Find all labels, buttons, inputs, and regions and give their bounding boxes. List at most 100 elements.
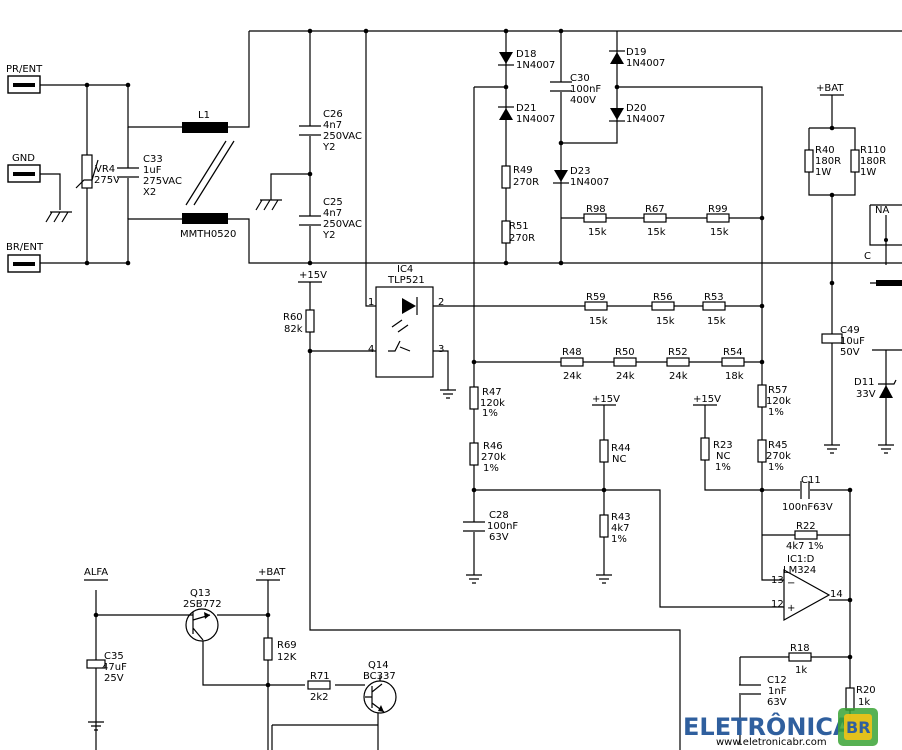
resistor-r59: R59 15k <box>584 292 608 327</box>
relay-c-label: C <box>864 251 871 262</box>
d18-ref: D18 <box>516 49 536 60</box>
terminal-pr-ent: PR/ENT <box>6 64 43 94</box>
r40-value: 180R <box>815 156 841 167</box>
r59-ref: R59 <box>586 292 606 303</box>
resistor-r53: R53 15k <box>702 292 726 327</box>
l1-ref: L1 <box>198 110 210 121</box>
resistor-r110: R110 180R 1W <box>850 145 886 178</box>
supply-15v-opto: +15V <box>298 270 327 283</box>
r110-power: 1W <box>860 167 876 178</box>
ic1d-plus: + <box>787 603 795 614</box>
capacitor-c12: C12 1nF 63V <box>738 675 787 708</box>
resistor-r54: R54 18k <box>721 347 745 382</box>
r48-ref: R48 <box>562 347 582 358</box>
r18-ref: R18 <box>790 643 810 654</box>
r54-value: 18k <box>725 371 744 382</box>
r57-ref: R57 <box>768 385 788 396</box>
c49-ref: C49 <box>840 325 860 336</box>
ic1d-part: LM324 <box>783 565 816 576</box>
r50-ref: R50 <box>615 347 635 358</box>
diode-d20: D20 1N4007 <box>609 103 665 125</box>
d20-part: 1N4007 <box>626 114 665 125</box>
br-ent-label: BR/ENT <box>6 242 44 253</box>
c12-ref: C12 <box>767 675 787 686</box>
r20-ref: R20 <box>856 685 876 696</box>
ic1d-pin12: 12 <box>771 599 784 610</box>
r23-ref: R23 <box>713 440 733 451</box>
junctions <box>84 28 853 688</box>
resistor-r52: R52 24k <box>666 347 690 382</box>
ic4-pin3: 3 <box>438 344 444 355</box>
r52-ref: R52 <box>668 347 688 358</box>
r40-ref: R40 <box>815 145 835 156</box>
d11-ref: D11 <box>854 377 874 388</box>
r57-tol: 1% <box>768 407 784 418</box>
ic4-pin1: 1 <box>368 297 374 308</box>
c49-value: 10uF <box>840 336 865 347</box>
resistor-r44: R44 NC <box>599 439 631 465</box>
r23-tol: 1% <box>715 462 731 473</box>
bat-driver-label: +BAT <box>258 567 286 578</box>
supply-b-label: +15V <box>693 394 721 405</box>
c33-class: X2 <box>143 187 156 198</box>
r98-value: 15k <box>588 227 607 238</box>
ic4-part: TLP521 <box>387 275 425 286</box>
resistor-r48: R48 24k <box>560 347 584 382</box>
r49-ref: R49 <box>513 165 533 176</box>
c35-value: 47uF <box>102 662 127 673</box>
capacitor-c28: C28 100nF 63V <box>462 510 518 543</box>
r69-ref: R69 <box>277 640 297 651</box>
r67-ref: R67 <box>645 204 665 215</box>
chassis-ground-icon <box>45 211 72 223</box>
d19-part: 1N4007 <box>626 58 665 69</box>
diode-d18: D18 1N4007 <box>498 49 555 71</box>
vr4-value: 275V <box>94 175 120 186</box>
c35-ref: C35 <box>104 651 124 662</box>
r46-value: 270k <box>481 452 506 463</box>
q13-part: 2SB772 <box>183 599 222 610</box>
l1-part: MMTH0520 <box>180 229 236 240</box>
r71-ref: R71 <box>310 671 330 682</box>
supply-bat-top: +BAT <box>816 83 844 96</box>
capacitor-c11: C11 100nF63V <box>782 475 833 513</box>
opto-supply-label: +15V <box>299 270 327 281</box>
r56-ref: R56 <box>653 292 673 303</box>
d11-value: 33V <box>856 389 876 400</box>
ground-icon <box>466 574 482 584</box>
alfa-label: ALFA <box>84 567 108 578</box>
resistor-r22: R22 4k7 1% <box>762 521 850 552</box>
c33-ref: C33 <box>143 154 163 165</box>
ic1d-pin14: 14 <box>830 589 843 600</box>
r52-value: 24k <box>669 371 688 382</box>
resistor-r46: R46 270k 1% <box>469 441 506 474</box>
r47-ref: R47 <box>482 387 502 398</box>
resistor-r99: R99 15k <box>706 204 730 238</box>
ic1d-minus: − <box>787 578 795 589</box>
r50-value: 24k <box>616 371 635 382</box>
d19-ref: D19 <box>626 47 646 58</box>
transistor-q14: Q14 BC337 <box>363 660 397 714</box>
watermark-badge: BR <box>846 718 871 737</box>
r45-ref: R45 <box>768 440 788 451</box>
r51-ref: R51 <box>509 221 529 232</box>
r40-power: 1W <box>815 167 831 178</box>
r53-value: 15k <box>707 316 726 327</box>
c28-voltage: 63V <box>489 532 509 543</box>
r43-ref: R43 <box>611 512 631 523</box>
r47-tol: 1% <box>482 408 498 419</box>
r20-value: 1k <box>858 697 870 708</box>
ground-icon <box>440 389 456 399</box>
r59-value: 15k <box>589 316 608 327</box>
bat-label: +BAT <box>816 83 844 94</box>
c25-value: 4n7 <box>323 208 342 219</box>
d18-part: 1N4007 <box>516 60 555 71</box>
c11-ref: C11 <box>801 475 821 486</box>
resistor-r49: R49 270R <box>501 165 539 189</box>
r60-ref: R60 <box>283 312 303 323</box>
ic4-pin4: 4 <box>368 344 374 355</box>
watermark-text: ELETRÔNICA <box>683 711 852 741</box>
diode-d19: D19 1N4007 <box>609 47 665 69</box>
r45-tol: 1% <box>768 462 784 473</box>
relay-contacts: NA C <box>864 205 902 286</box>
